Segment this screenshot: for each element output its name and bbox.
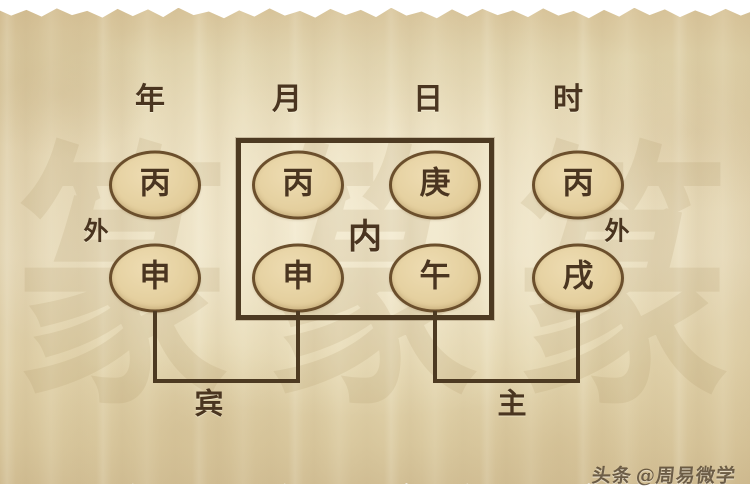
column-header-hour-label: 时 [553, 82, 583, 117]
branch-cell-hour-label: 戌 [562, 258, 594, 295]
branch-cell-hour[interactable]: 戌 [532, 243, 624, 313]
torn-edge-bottom [0, 483, 750, 500]
column-header-year-label: 年 [135, 82, 165, 117]
bracket-connector-host [433, 311, 580, 383]
branch-cell-year[interactable]: 申 [109, 243, 201, 313]
branch-cell-month-label: 申 [282, 258, 314, 295]
bracket-label-guest: 宾 [194, 386, 224, 421]
branch-cell-year-label: 申 [139, 258, 171, 295]
credit-handle: @周易微学 [634, 465, 737, 487]
stem-cell-month-label: 丙 [282, 165, 314, 202]
bracket-label-host: 主 [497, 386, 527, 421]
column-header-year: 年 [135, 85, 165, 115]
outer-region-label-right: 外 [604, 216, 630, 246]
column-header-month-label: 月 [272, 82, 302, 117]
stem-cell-hour[interactable]: 丙 [532, 150, 624, 220]
branch-cell-month[interactable]: 申 [252, 243, 344, 313]
branch-cell-day-label: 午 [419, 258, 451, 295]
column-header-day: 日 [413, 85, 443, 115]
credit-watermark: 头条 @周易微学 [591, 461, 738, 488]
inner-region-box [236, 138, 494, 320]
stem-cell-year-label: 丙 [139, 165, 171, 202]
credit-platform: 头条 [590, 465, 633, 487]
stem-cell-hour-label: 丙 [562, 165, 594, 202]
column-header-month: 月 [272, 85, 302, 115]
outer-region-label-left: 外 [83, 216, 109, 246]
column-header-day-label: 日 [413, 82, 443, 117]
stem-cell-month[interactable]: 丙 [252, 150, 344, 220]
inner-region-label: 内 [348, 217, 382, 257]
stem-cell-day[interactable]: 庚 [389, 150, 481, 220]
column-header-hour: 时 [553, 85, 583, 115]
branch-cell-day[interactable]: 午 [389, 243, 481, 313]
stem-cell-day-label: 庚 [419, 165, 451, 202]
bracket-connector-guest [153, 311, 300, 383]
stem-cell-year[interactable]: 丙 [109, 150, 201, 220]
